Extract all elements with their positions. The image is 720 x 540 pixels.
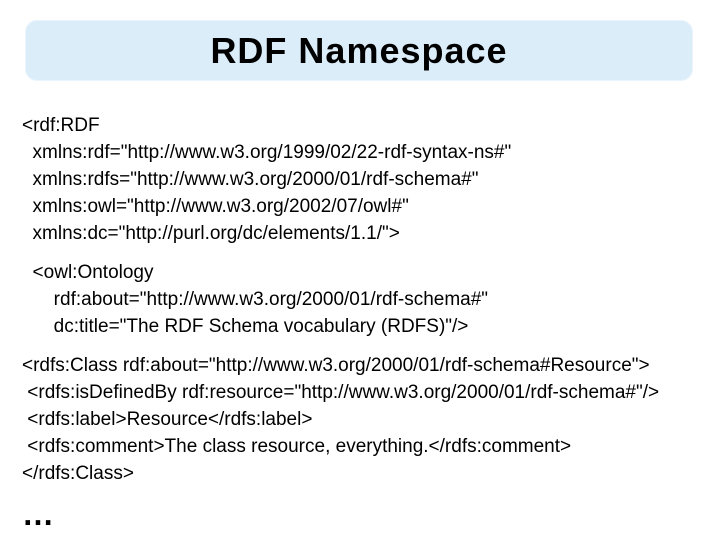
code-line: <rdf:RDF [22, 115, 100, 136]
code-line: xmlns:rdf="http://www.w3.org/1999/02/22-… [22, 142, 512, 163]
page-title: RDF Namespace [210, 29, 508, 71]
code-line: dc:title="The RDF Schema vocabulary (RDF… [22, 316, 469, 337]
code-line: </rdfs:Class> [22, 463, 134, 484]
code-line: rdf:about="http://www.w3.org/2000/01/rdf… [22, 289, 489, 310]
continuation-ellipsis: … [22, 496, 54, 532]
code-area: <rdf:RDF xmlns:rdf="http://www.w3.org/19… [22, 112, 716, 532]
code-line: <rdfs:Class rdf:about="http://www.w3.org… [22, 355, 650, 376]
code-line: <rdfs:isDefinedBy rdf:resource="http://w… [22, 382, 660, 403]
code-line: <owl:Ontology [22, 262, 154, 283]
code-line: <rdfs:comment>The class resource, everyt… [22, 436, 572, 457]
code-line: xmlns:dc="http://purl.org/dc/elements/1.… [22, 223, 400, 244]
code-block-ontology: <owl:Ontology rdf:about="http://www.w3.o… [22, 259, 716, 340]
code-block-class-resource: <rdfs:Class rdf:about="http://www.w3.org… [22, 352, 716, 487]
code-line: <rdfs:label>Resource</rdfs:label> [22, 409, 313, 430]
title-banner: RDF Namespace [25, 20, 693, 81]
code-line: xmlns:rdfs="http://www.w3.org/2000/01/rd… [22, 169, 479, 190]
code-block-rdf-root: <rdf:RDF xmlns:rdf="http://www.w3.org/19… [22, 112, 716, 247]
code-line: xmlns:owl="http://www.w3.org/2002/07/owl… [22, 196, 409, 217]
